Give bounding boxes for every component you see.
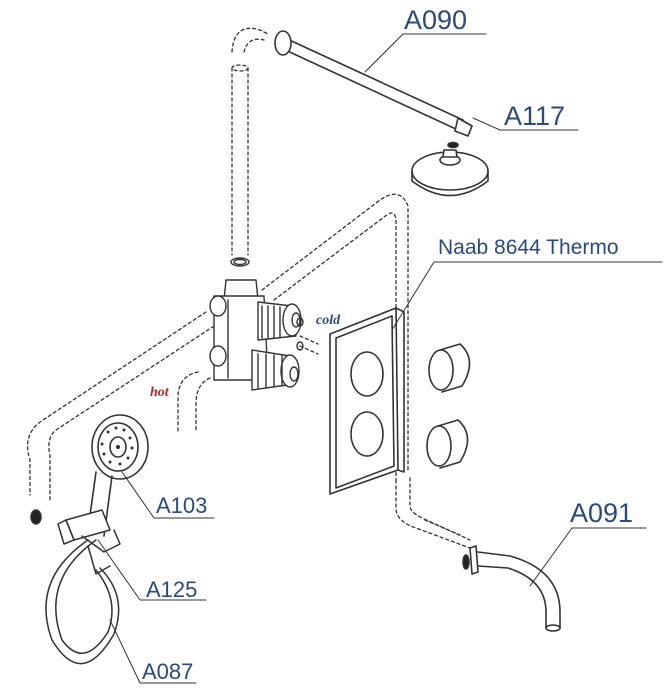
hidden-pipes: [26, 27, 471, 549]
knobs: [426, 343, 471, 469]
part-label-a087: A087: [142, 659, 194, 684]
hand-shower-nozzles: [100, 426, 134, 466]
part-label-a103: A103: [156, 493, 208, 518]
hose: [45, 539, 120, 665]
overhead-shower: [411, 141, 489, 197]
leader-lines: [97, 33, 663, 684]
part-label-a091: A091: [570, 498, 634, 528]
part-label-a090: A090: [404, 5, 468, 35]
shower-arm: [274, 30, 473, 137]
wall-holder: [30, 509, 121, 575]
faceplate: [329, 307, 405, 495]
part-label-a117: A117: [504, 101, 566, 131]
part-label-a125: A125: [146, 577, 198, 602]
cold-annotation: cold: [316, 313, 341, 328]
mixer-body: [209, 257, 304, 391]
hot-annotation: hot: [150, 385, 169, 400]
model-label: Naab 8644 Thermo: [438, 236, 619, 259]
spout: [462, 545, 561, 632]
